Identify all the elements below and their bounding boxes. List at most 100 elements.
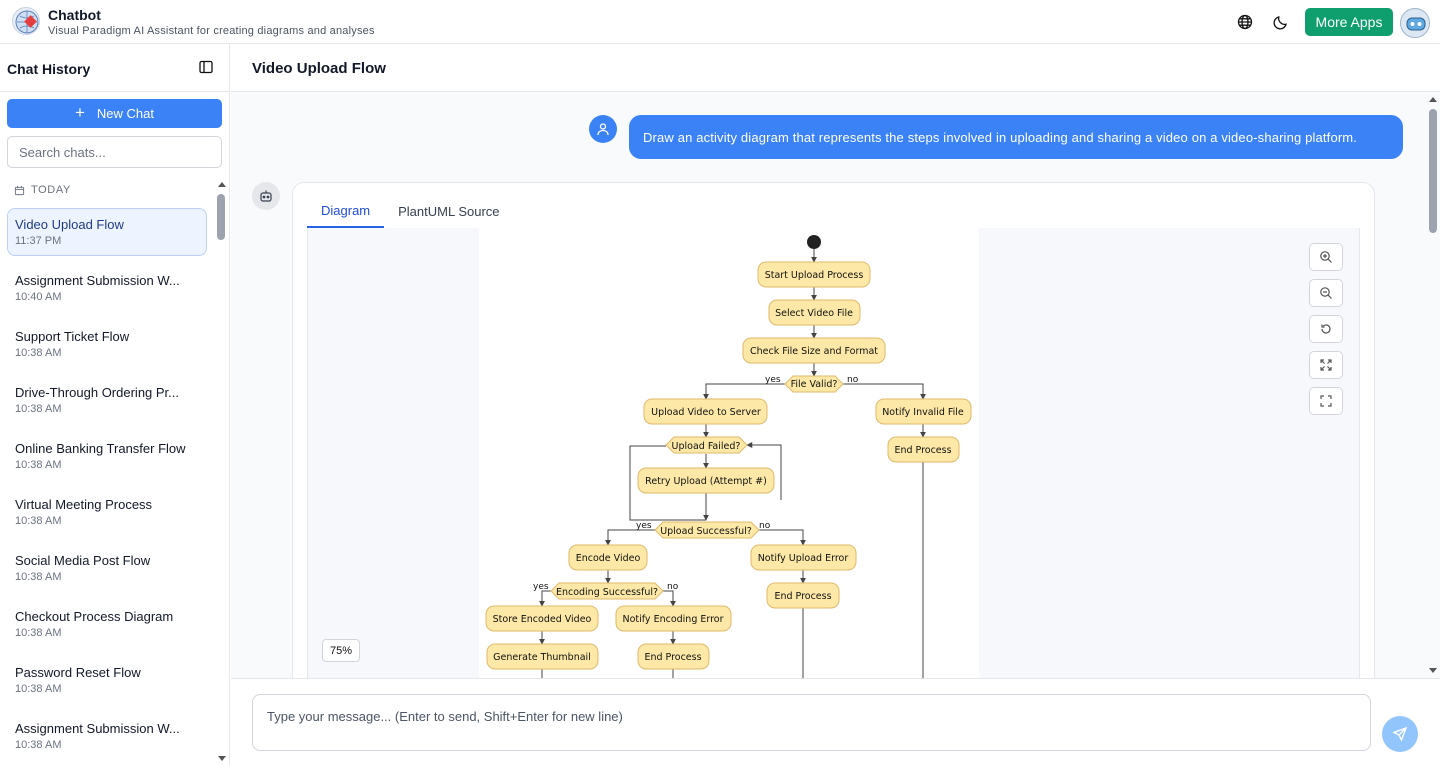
app-header: Chatbot Visual Paradigm AI Assistant for…: [0, 0, 1440, 44]
chat-item[interactable]: Online Banking Transfer Flow 10:38 AM: [7, 432, 207, 480]
node-check-size: Check File Size and Format: [750, 346, 878, 357]
label-yes: yes: [533, 582, 549, 592]
node-retry-upload: Retry Upload (Attempt #): [645, 476, 767, 487]
node-encoding-success: Encoding Successful?: [556, 587, 658, 598]
response-tabs: Diagram PlantUML Source: [307, 195, 514, 228]
send-button[interactable]: [1382, 716, 1418, 752]
search-input[interactable]: [7, 136, 222, 168]
chat-item-name: Virtual Meeting Process: [15, 497, 153, 512]
chat-item[interactable]: Drive-Through Ordering Pr... 10:38 AM: [7, 376, 207, 424]
send-icon: [1392, 726, 1408, 742]
sidebar-header: Chat History: [0, 44, 230, 92]
tab-plantuml-source[interactable]: PlantUML Source: [398, 204, 500, 219]
new-chat-button[interactable]: + New Chat: [7, 99, 222, 128]
zoom-out-button[interactable]: [1309, 279, 1343, 307]
user-avatar-icon: [589, 115, 617, 143]
chat-item[interactable]: Social Media Post Flow 10:38 AM: [7, 544, 207, 592]
node-upload-failed: Upload Failed?: [672, 441, 741, 452]
diagram-canvas[interactable]: Start Upload Process Select Video File C…: [307, 228, 1360, 678]
fit-view-button[interactable]: [1309, 351, 1343, 379]
page-title: Video Upload Flow: [252, 60, 386, 77]
label-no: no: [759, 521, 771, 531]
label-yes: yes: [765, 375, 781, 385]
group-label-today: TODAY: [14, 184, 71, 196]
chat-item-name: Assignment Submission W...: [15, 721, 180, 736]
user-message: Draw an activity diagram that represents…: [629, 115, 1403, 159]
calendar-icon: [14, 185, 25, 195]
node-encode: Encode Video: [576, 553, 641, 564]
sidebar-scrollbar[interactable]: [215, 178, 229, 765]
node-notify-upload-err: Notify Upload Error: [758, 553, 849, 564]
chat-item[interactable]: Password Reset Flow 10:38 AM: [7, 656, 207, 704]
chat-item[interactable]: Video Upload Flow 11:37 PM: [7, 208, 207, 256]
chat-item[interactable]: Assignment Submission W... 10:40 AM: [7, 264, 207, 312]
chat-item-time: 10:38 AM: [15, 347, 62, 359]
chat-item-time: 10:38 AM: [15, 571, 62, 583]
sidebar: Chat History + New Chat TODAY Video Uplo…: [0, 44, 230, 765]
new-chat-label: New Chat: [96, 106, 154, 121]
app-subtitle: Visual Paradigm AI Assistant for creatin…: [48, 25, 375, 37]
node-end-3: End Process: [644, 652, 701, 663]
chat-item-time: 10:38 AM: [15, 459, 62, 471]
node-end-1: End Process: [894, 445, 951, 456]
zoom-in-icon: [1320, 251, 1332, 263]
chat-item-time: 10:40 AM: [15, 291, 62, 303]
reset-icon: [1321, 324, 1331, 334]
more-apps-button[interactable]: More Apps: [1305, 8, 1393, 36]
node-end-2: End Process: [774, 591, 831, 602]
chat-item-name: Video Upload Flow: [15, 217, 124, 232]
assistant-response-card: Diagram PlantUML Source: [292, 182, 1375, 678]
node-start-upload: Start Upload Process: [765, 270, 864, 281]
node-notify-invalid: Notify Invalid File: [882, 407, 964, 418]
chat-item[interactable]: Checkout Process Diagram 10:38 AM: [7, 600, 207, 648]
fullscreen-button[interactable]: [1309, 387, 1343, 415]
moon-icon[interactable]: [1270, 11, 1292, 33]
fullscreen-icon: [1320, 395, 1332, 407]
reset-zoom-button[interactable]: [1309, 315, 1343, 343]
message-composer: [231, 678, 1440, 765]
app-title: Chatbot: [48, 7, 101, 23]
chat-item-name: Online Banking Transfer Flow: [15, 441, 186, 456]
group-label-text: TODAY: [31, 184, 71, 196]
main-header: Video Upload Flow: [231, 44, 1440, 92]
message-input[interactable]: [252, 694, 1371, 751]
chat-item-name: Assignment Submission W...: [15, 273, 180, 288]
tab-diagram[interactable]: Diagram: [307, 195, 385, 228]
globe-icon[interactable]: [1234, 11, 1256, 33]
chat-item-name: Checkout Process Diagram: [15, 609, 174, 624]
zoom-out-icon: [1320, 287, 1332, 299]
chat-item[interactable]: Virtual Meeting Process 10:38 AM: [7, 488, 207, 536]
activity-diagram: Start Upload Process Select Video File C…: [485, 235, 972, 678]
chat-history-list: Video Upload Flow 11:37 PM Assignment Su…: [7, 208, 207, 765]
chat-item-time: 10:38 AM: [15, 739, 62, 751]
zoom-level-badge: 75%: [322, 639, 360, 662]
chat-item-time: 11:37 PM: [15, 235, 62, 247]
chat-item-time: 10:38 AM: [15, 683, 62, 695]
chat-item-time: 10:38 AM: [15, 627, 62, 639]
chat-item[interactable]: Support Ticket Flow 10:38 AM: [7, 320, 207, 368]
node-upload-success: Upload Successful?: [660, 526, 752, 537]
chat-item[interactable]: Assignment Submission W... 10:38 AM: [7, 712, 207, 760]
node-gen-thumb: Generate Thumbnail: [493, 652, 591, 663]
sidebar-title: Chat History: [7, 61, 91, 77]
chat-content: Draw an activity diagram that represents…: [231, 92, 1440, 678]
main-scroll-thumb[interactable]: [1429, 109, 1437, 233]
node-select-file: Select Video File: [775, 308, 853, 319]
node-store-encoded: Store Encoded Video: [493, 614, 592, 625]
start-node: [807, 235, 821, 249]
sidebar-scroll-thumb[interactable]: [217, 194, 225, 240]
bot-avatar-icon: [252, 182, 280, 210]
plus-icon: +: [74, 103, 85, 122]
diagram-background: Start Upload Process Select Video File C…: [479, 228, 979, 678]
node-upload-server: Upload Video to Server: [651, 407, 761, 418]
chat-item-name: Social Media Post Flow: [15, 553, 151, 568]
avatar[interactable]: [1400, 8, 1430, 38]
zoom-in-button[interactable]: [1309, 243, 1343, 271]
sidebar-toggle-icon[interactable]: [198, 59, 214, 75]
fit-icon: [1320, 359, 1332, 371]
app-logo: [12, 7, 40, 35]
chat-item-time: 10:38 AM: [15, 403, 62, 415]
chat-item-name: Password Reset Flow: [15, 665, 141, 680]
main-scrollbar[interactable]: [1426, 92, 1440, 678]
label-no: no: [667, 582, 679, 592]
